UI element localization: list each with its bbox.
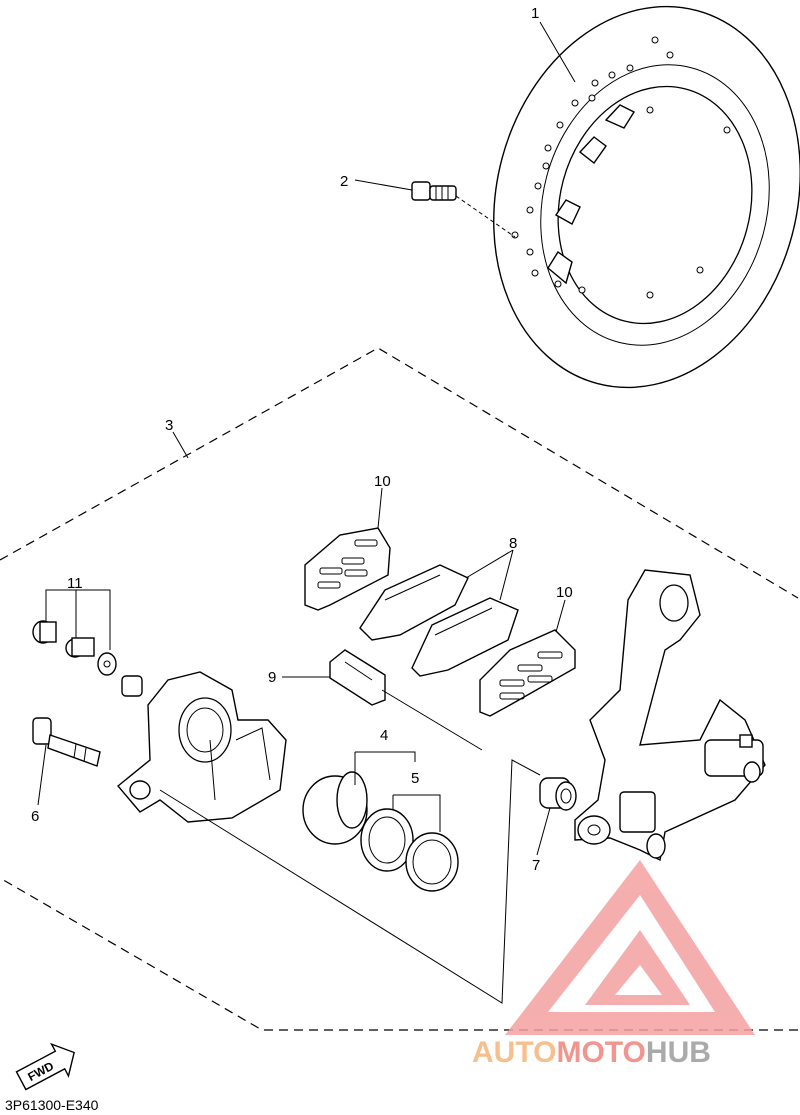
piston-seals xyxy=(360,808,459,892)
callout-8: 8 xyxy=(509,535,517,552)
bleed-screw-set xyxy=(32,620,117,676)
callout-10-lower: 10 xyxy=(556,584,573,601)
assembly-boundary xyxy=(0,347,799,1031)
leader-5 xyxy=(392,794,441,832)
leader-10a xyxy=(377,487,383,529)
leader-8 xyxy=(465,549,514,601)
callout-11: 11 xyxy=(67,575,83,592)
watermark-hub: HUB xyxy=(646,1036,711,1069)
leader-2 xyxy=(354,179,413,191)
pad-spring-lower xyxy=(479,629,576,717)
brake-disc xyxy=(493,5,800,389)
disc-vent-holes xyxy=(511,36,731,299)
disc-slots xyxy=(547,104,636,285)
leader-3 xyxy=(172,431,189,459)
leader-1 xyxy=(539,21,576,83)
leader-7 xyxy=(536,807,551,856)
callout-2: 2 xyxy=(340,173,348,190)
diagram-code: 3P61300-E340 xyxy=(5,1097,99,1113)
boot xyxy=(539,777,577,811)
disc-bolt xyxy=(411,181,516,238)
caliper-body xyxy=(117,671,287,823)
callout-7: 7 xyxy=(532,857,540,874)
callout-1: 1 xyxy=(531,5,539,22)
brake-pads xyxy=(359,564,519,677)
leader-6 xyxy=(37,744,47,806)
caliper-bracket xyxy=(574,569,766,862)
leader-lines xyxy=(37,21,576,1004)
watermark-auto: AUTO xyxy=(472,1036,556,1069)
forward-arrow-icon: FWD xyxy=(15,1042,75,1091)
watermark-text: AUTOMOTOHUB xyxy=(472,1036,711,1069)
leader-11 xyxy=(45,589,111,650)
callout-6: 6 xyxy=(31,808,39,825)
assembly-guide xyxy=(159,689,541,1004)
watermark-moto: MOTO xyxy=(556,1036,645,1069)
callout-3: 3 xyxy=(165,417,173,434)
piston xyxy=(302,771,368,845)
pad-spring-upper xyxy=(304,527,391,611)
leader-10b xyxy=(555,599,566,633)
watermark-logo xyxy=(505,860,755,1035)
callout-9: 9 xyxy=(268,669,276,686)
callout-5: 5 xyxy=(411,770,419,787)
leader-4 xyxy=(354,751,416,785)
pad-support xyxy=(329,649,386,706)
callout-4: 4 xyxy=(380,727,388,744)
caliper-bolt xyxy=(32,717,101,767)
callout-10-upper: 10 xyxy=(374,473,391,490)
